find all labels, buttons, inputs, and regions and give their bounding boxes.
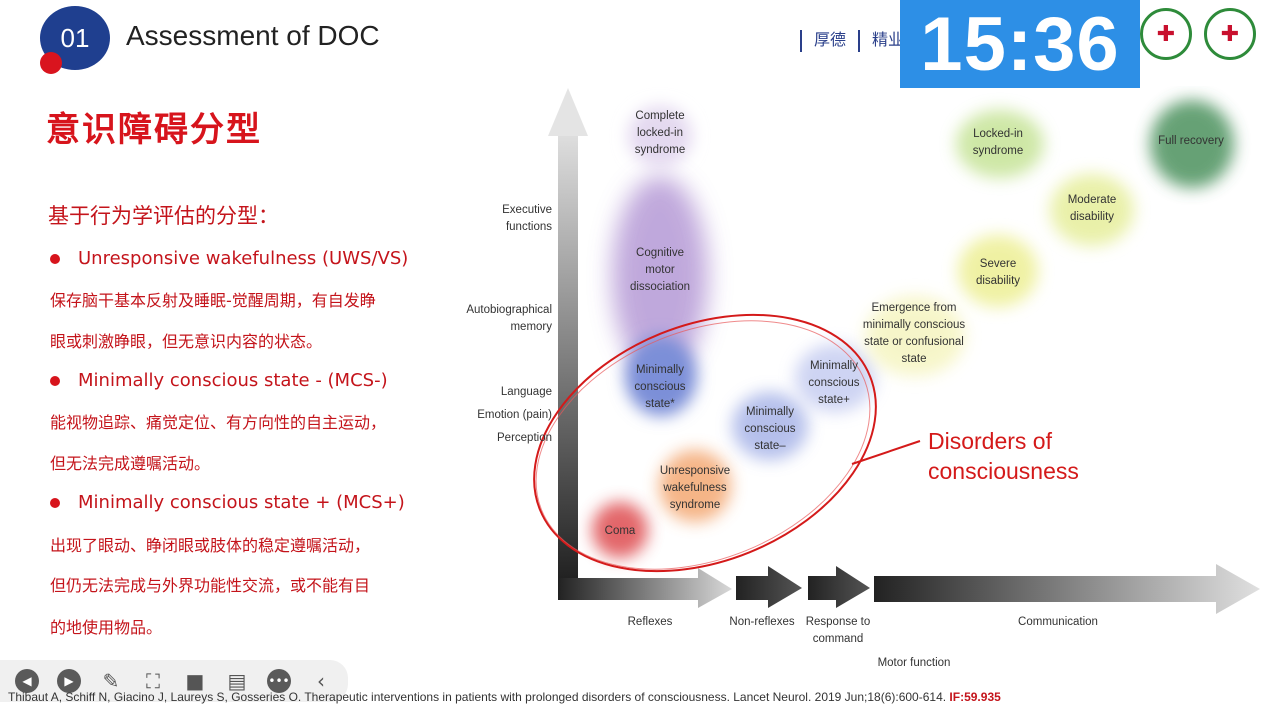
bullet-uws: Unresponsive wakefulness (UWS/VS) xyxy=(50,248,408,269)
y-axis-arrowhead xyxy=(548,88,588,136)
camera-icon[interactable]: ■ xyxy=(185,669,205,693)
badge-dot xyxy=(40,52,62,74)
doc-annotation-circle-inner xyxy=(535,320,871,570)
bullet-desc-line: 但仍无法完成与外界功能性交流，或不能有目 xyxy=(50,576,371,595)
bullet-desc-line: 出现了眼动、睁闭眼或肢体的稳定遵嘱活动， xyxy=(50,536,371,555)
blob-mcs-plus xyxy=(795,344,875,412)
x-axis-title: Motor function xyxy=(877,657,951,669)
blob-severe xyxy=(958,235,1038,307)
clock-overlay: 15:36 xyxy=(900,0,1140,88)
blob-emcs xyxy=(865,296,965,376)
bullet-heading: Minimally conscious state + (MCS+) xyxy=(78,492,405,513)
presentation-toolbar: ◀ ▶ ✎ ⛶ ■ ▤ ••• ‹ xyxy=(0,660,348,702)
blob-full-recovery xyxy=(1150,100,1234,188)
more-icon[interactable]: ••• xyxy=(260,662,298,700)
y-label-emotion: Emotion (pain) xyxy=(477,409,552,421)
hospital-logo-icon: ✚ xyxy=(1140,8,1192,60)
blob-moderate xyxy=(1050,174,1134,246)
x-axis-nonreflexes-arrow xyxy=(736,566,802,608)
y-axis-arrow xyxy=(558,116,578,578)
bullet-desc-line: 眼或刺激睁眼，但无意识内容的状态。 xyxy=(50,332,323,351)
blob-lis xyxy=(956,110,1044,178)
citation: Thibaut A, Schiff N, Giacino J, Laureys … xyxy=(8,690,1001,704)
doc-annotation-circle xyxy=(533,313,877,573)
impact-factor: IF:59.935 xyxy=(949,690,1001,704)
motto-item: 厚德 xyxy=(800,30,858,52)
blob-mcs-star xyxy=(625,336,697,416)
bullet-dot-icon xyxy=(50,254,60,264)
slide-title: 意识障碍分型 xyxy=(46,110,262,150)
slide-subhead: 基于行为学评估的分型： xyxy=(48,204,279,228)
y-label-language: Language xyxy=(500,386,552,398)
collapse-icon[interactable]: ‹ xyxy=(317,669,325,693)
bullet-mcs-plus: Minimally conscious state + (MCS+) xyxy=(50,492,405,513)
blob-complete-lis xyxy=(628,106,692,166)
section-title: Assessment of DOC xyxy=(126,20,380,51)
motto-item: 精业 xyxy=(858,30,916,52)
play-icon[interactable]: ▶ xyxy=(50,662,88,700)
comment-icon[interactable]: ▤ xyxy=(227,669,247,693)
screenshot-icon[interactable]: ⛶ xyxy=(146,669,160,693)
x-axis-communication-arrow xyxy=(874,564,1260,614)
bullet-desc-line: 的地使用物品。 xyxy=(50,618,163,637)
section-number: 01 xyxy=(60,22,90,53)
x-axis-command-arrow xyxy=(808,566,870,608)
blob-coma xyxy=(592,502,648,558)
diagram-canvas xyxy=(533,88,1260,614)
x-axis-reflexes-arrow xyxy=(558,568,732,608)
pen-icon[interactable]: ✎ xyxy=(102,669,120,693)
bullet-dot-icon xyxy=(50,376,60,386)
blob-mcs-minus xyxy=(732,392,808,460)
x-label-reflexes: Reflexes xyxy=(627,616,673,628)
x-label-communication: Communication xyxy=(1018,616,1098,628)
state-coma: Coma xyxy=(604,525,636,537)
bullet-mcs-minus: Minimally conscious state - (MCS-) xyxy=(50,370,388,391)
x-label-nonreflexes: Non-reflexes xyxy=(729,616,795,628)
y-label-perception: Perception xyxy=(497,432,552,444)
bullet-heading: Unresponsive wakefulness (UWS/VS) xyxy=(78,248,409,269)
prev-icon[interactable]: ◀ xyxy=(8,662,46,700)
blob-uws xyxy=(659,450,731,522)
bullet-desc-line: 但无法完成遵嘱活动。 xyxy=(50,454,211,473)
bullet-heading: Minimally conscious state - (MCS-) xyxy=(78,370,388,391)
citation-text: Thibaut A, Schiff N, Giacino J, Laureys … xyxy=(8,690,947,704)
bullet-desc-line: 保存脑干基本反射及睡眠-觉醒周期，有自发睁 xyxy=(50,291,376,310)
state-full-recovery: Full recovery xyxy=(1158,135,1224,147)
university-logo-icon: ✚ xyxy=(1204,8,1256,60)
doc-annotation-pointer xyxy=(851,440,921,465)
bullet-dot-icon xyxy=(50,498,60,508)
bullet-desc-line: 能视物追踪、痛觉定位、有方向性的自主运动， xyxy=(50,413,387,432)
